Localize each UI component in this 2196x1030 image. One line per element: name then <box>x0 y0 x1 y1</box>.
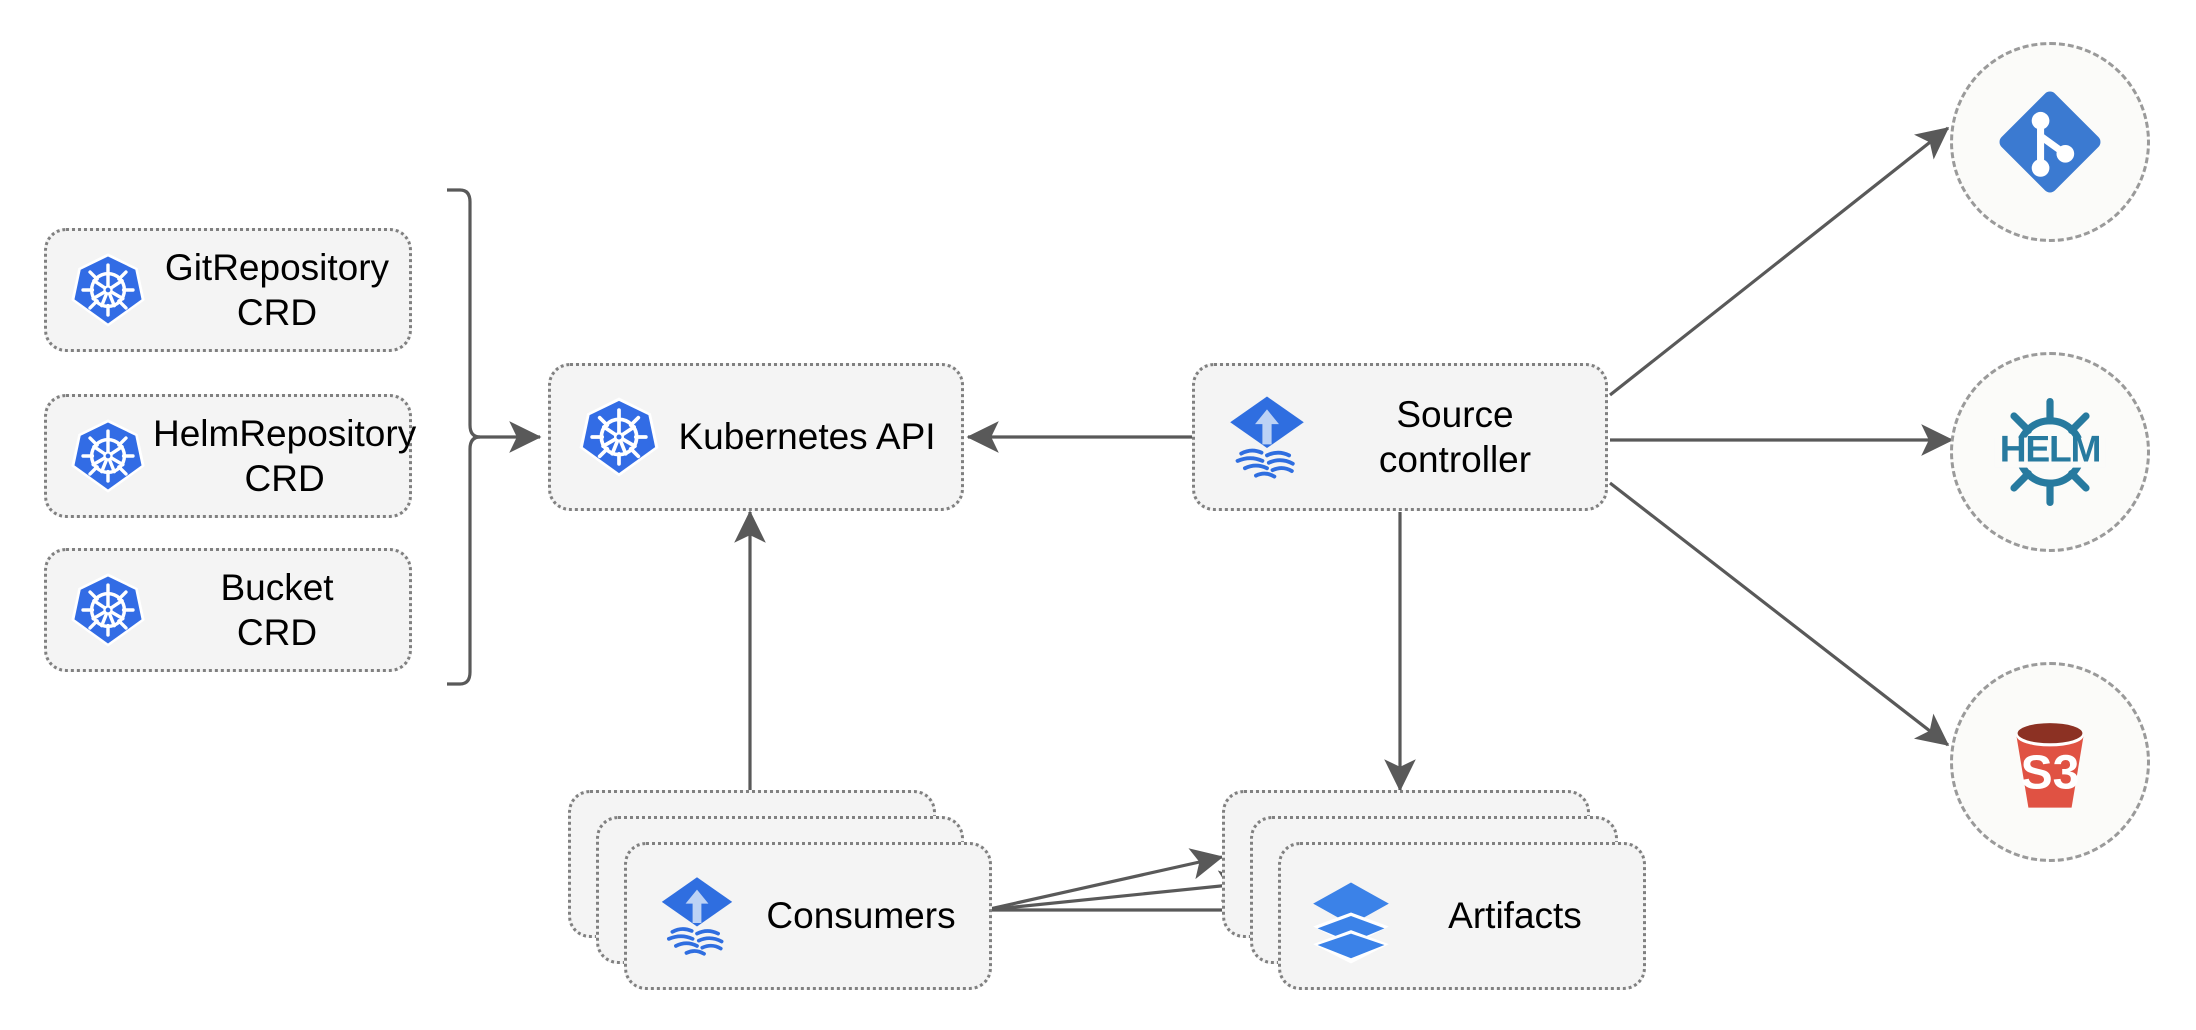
crd-card-helmrepository[interactable]: HelmRepository CRD <box>44 394 416 518</box>
crd-card-bucket[interactable]: Bucket CRD <box>44 548 412 672</box>
crd-label: Bucket CRD <box>220 566 334 653</box>
crd-label: HelmRepository CRD <box>153 412 417 499</box>
flux-icon <box>653 872 741 960</box>
edge-source-controller-to-git <box>1609 126 1950 397</box>
node-source-controller[interactable]: Source controller <box>1192 363 1608 511</box>
s3-icon: S3 <box>1990 702 2110 822</box>
node-label: Consumers <box>766 895 956 937</box>
edge-source-controller-to-s3 <box>1609 481 1950 747</box>
backend-circle-helm[interactable]: HELM <box>1950 352 2150 552</box>
crd-label: GitRepository CRD <box>164 246 390 333</box>
kubernetes-icon <box>577 395 661 479</box>
node-label: Source controller <box>1378 393 1532 480</box>
flux-icon <box>1221 391 1313 483</box>
edge-consumers-to-artifacts-1 <box>984 848 1224 912</box>
node-artifacts[interactable]: Artifacts <box>1222 790 1646 990</box>
consumers-stack-front[interactable]: Consumers <box>624 842 992 990</box>
backend-circle-s3[interactable]: S3 <box>1950 662 2150 862</box>
node-label: Artifacts <box>1448 895 1582 937</box>
node-kubernetes-api[interactable]: Kubernetes API <box>548 363 964 511</box>
layers-icon <box>1307 872 1395 964</box>
kubernetes-icon <box>69 251 147 329</box>
helm-icon: HELM <box>1990 392 2110 512</box>
backend-circle-git[interactable] <box>1950 42 2150 242</box>
node-label: Kubernetes API <box>678 416 936 458</box>
kubernetes-icon <box>69 417 147 495</box>
edge-consumers-to-artifacts-2 <box>984 870 1252 912</box>
crd-card-gitrepository[interactable]: GitRepository CRD <box>44 228 412 352</box>
git-icon <box>1991 83 2109 201</box>
kubernetes-icon <box>69 571 147 649</box>
helm-label: HELM <box>2000 428 2101 470</box>
node-consumers[interactable]: Consumers <box>568 790 992 990</box>
artifacts-stack-front[interactable]: Artifacts <box>1278 842 1646 990</box>
crd-group-bracket <box>447 188 481 686</box>
s3-label: S3 <box>2021 746 2080 799</box>
